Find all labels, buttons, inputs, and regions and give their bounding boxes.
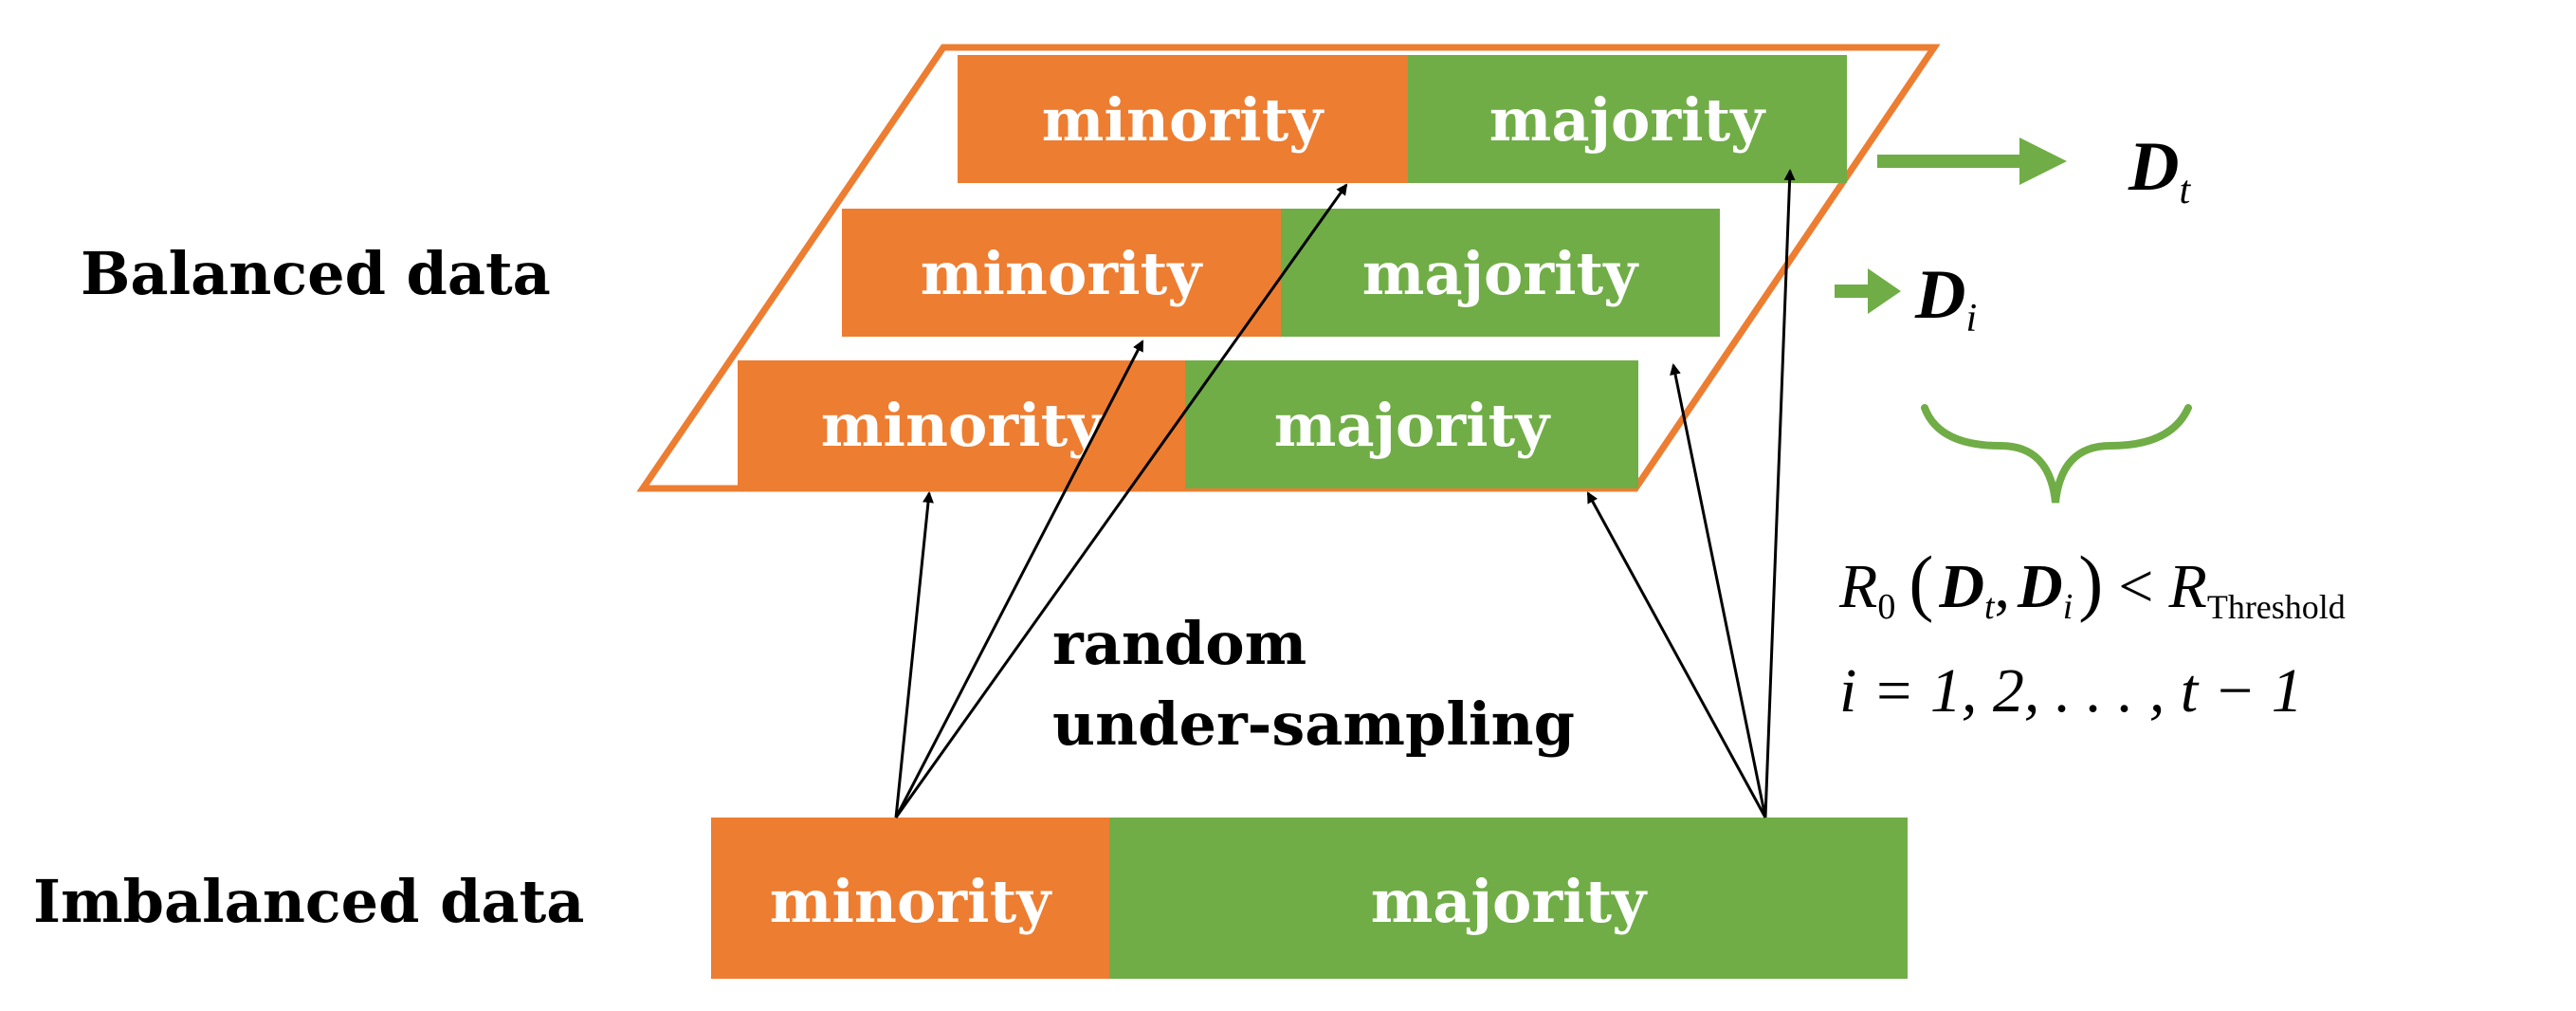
minority-block [738,360,1185,488]
di-symbol: Di [1914,256,1977,340]
di-main: D [1914,256,1965,334]
majority-block-label: majority [1274,391,1551,460]
minority-block [711,818,1109,979]
formula-rt-sub: Threshold [2207,588,2346,626]
formula-d2-sub: i [2063,587,2074,627]
formula-close-paren: ) [2078,541,2103,623]
formula-rt: R [2168,552,2207,621]
curly-brace-icon [1921,404,2192,504]
sampling-arrow [894,340,1144,818]
dt-symbol: Dt [2128,128,2191,212]
di-sub: i [1965,297,1977,340]
formula-line1: R0(Dt,Di)<RThreshold [1838,541,2346,627]
imbalanced-data-label: Imbalanced data [33,867,584,936]
green-arrow-shaft [1877,155,2019,168]
balanced-row-middle: minority majority [842,209,1720,337]
sampling-label-line1: random [1052,609,1306,678]
sampling-label-line2: under-sampling [1052,689,1575,759]
dt-main: D [2128,128,2179,206]
formula-comma: , [1995,552,2011,621]
sampling-arrow [1763,169,1796,818]
minority-sampling-arrows [894,183,1348,818]
formula-d2: D [2017,552,2063,621]
balanced-data-label: Balanced data [81,239,551,308]
minority-block-label: minority [821,391,1104,460]
sampling-arrow [894,183,1348,818]
balanced-row-top: minority majority [958,55,1847,183]
minority-block [842,209,1281,337]
majority-block [1185,360,1638,488]
sampling-arrow [1586,491,1767,818]
minority-block-label: minority [1042,85,1325,155]
formula-r: R [1838,552,1877,621]
majority-block-label: majority [1362,239,1639,308]
majority-sampling-arrows [1586,169,1796,818]
dt-sub: t [2179,169,2191,212]
majority-block [1408,55,1847,183]
imbalanced-row: minority majority [711,818,1908,979]
balanced-row-bottom: minority majority [738,360,1638,488]
formula-d1: D [1938,552,1984,621]
majority-block-label: majority [1489,85,1766,155]
minority-block-label: minority [921,239,1203,308]
majority-block [1281,209,1720,337]
sampling-arrow [1670,363,1767,818]
sampling-arrow [894,491,934,818]
majority-block [1109,818,1908,979]
output-dt: Dt [1877,128,2191,212]
formula-r-sub: 0 [1877,587,1895,627]
green-arrow-shaft [1835,285,1871,298]
green-arrow-head [1868,268,1901,314]
minority-block-label: minority [770,867,1052,936]
formula-d1-sub: t [1984,587,1996,627]
majority-block-label: majority [1371,867,1648,936]
formula-less-than: < [2118,552,2153,621]
formula-open-paren: ( [1909,541,1933,623]
formula-line2: i = 1, 2, . . . , t − 1 [1839,656,2303,726]
green-arrow-head [2019,138,2067,185]
output-di: Di [1835,256,1977,340]
minority-block [958,55,1408,183]
